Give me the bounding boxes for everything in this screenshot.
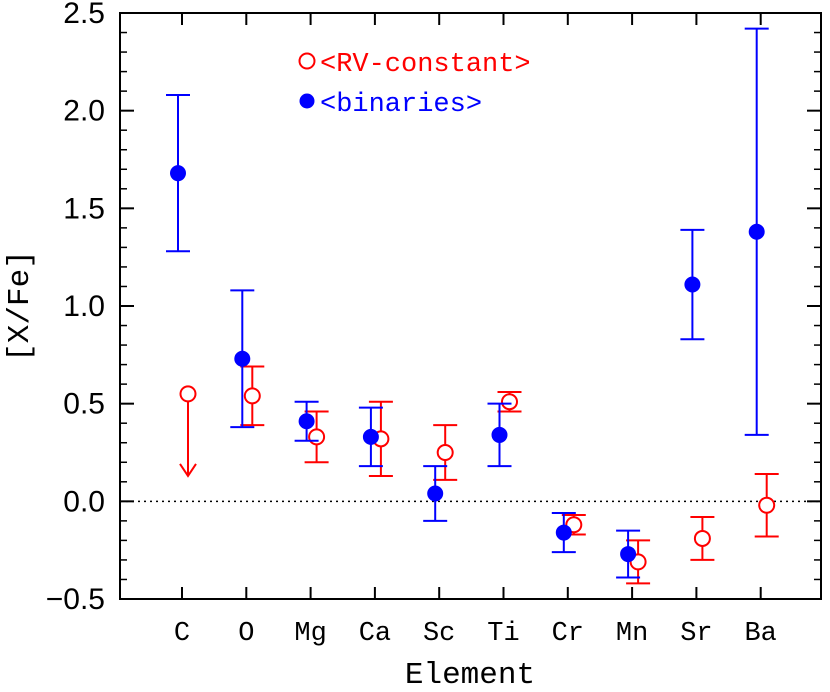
series-rv-constant [179,365,779,585]
y-tick-label: 1.5 [63,192,105,225]
data-point-filled [555,524,572,541]
x-tick-label: O [238,619,254,649]
data-point-open [436,444,454,461]
y-tick-label: 1.0 [63,290,105,323]
y-tick-label: 2.5 [63,0,105,30]
x-tick-label: C [174,619,190,649]
legend-label: <binaries> [320,90,482,120]
y-tick-label: 0.0 [63,485,105,518]
data-point-open [308,428,326,446]
data-point-open [243,387,261,405]
data-point-filled [427,485,444,502]
legend-marker-filled [299,93,315,109]
x-tick-label: Sr [680,619,712,649]
data-point-filled [234,350,251,367]
y-tick-label: −0.5 [46,583,105,616]
data-point-open [179,385,197,403]
data-point-open [758,496,776,514]
data-point-open [693,529,711,547]
data-point-open [501,393,518,411]
series-binaries [166,27,769,579]
y-axis-title: [X/Fe] [3,250,38,362]
x-tick-label: Ca [359,619,391,649]
data-point-filled [620,546,637,563]
upper-limit-arrowhead [179,463,197,478]
x-tick-label: Ba [744,619,776,649]
x-axis-title: Element [405,658,535,692]
y-tick-label: 2.0 [63,95,105,128]
x-tick-label: Mg [294,619,326,649]
legend-marker-open [298,52,316,70]
x-tick-label: Ti [487,619,519,649]
legend-label: <RV-constant> [320,50,531,80]
x-tick-label: Mn [616,619,648,649]
data-point-filled [684,276,701,293]
data-point-filled [298,413,315,430]
data-point-filled [491,426,508,443]
x-tick-label: Sc [423,619,455,649]
data-point-filled [748,223,765,240]
y-tick-label: 0.5 [63,388,105,421]
data-point-filled [362,428,379,445]
x-tick-label: Cr [552,619,584,649]
data-point-filled [170,165,186,182]
